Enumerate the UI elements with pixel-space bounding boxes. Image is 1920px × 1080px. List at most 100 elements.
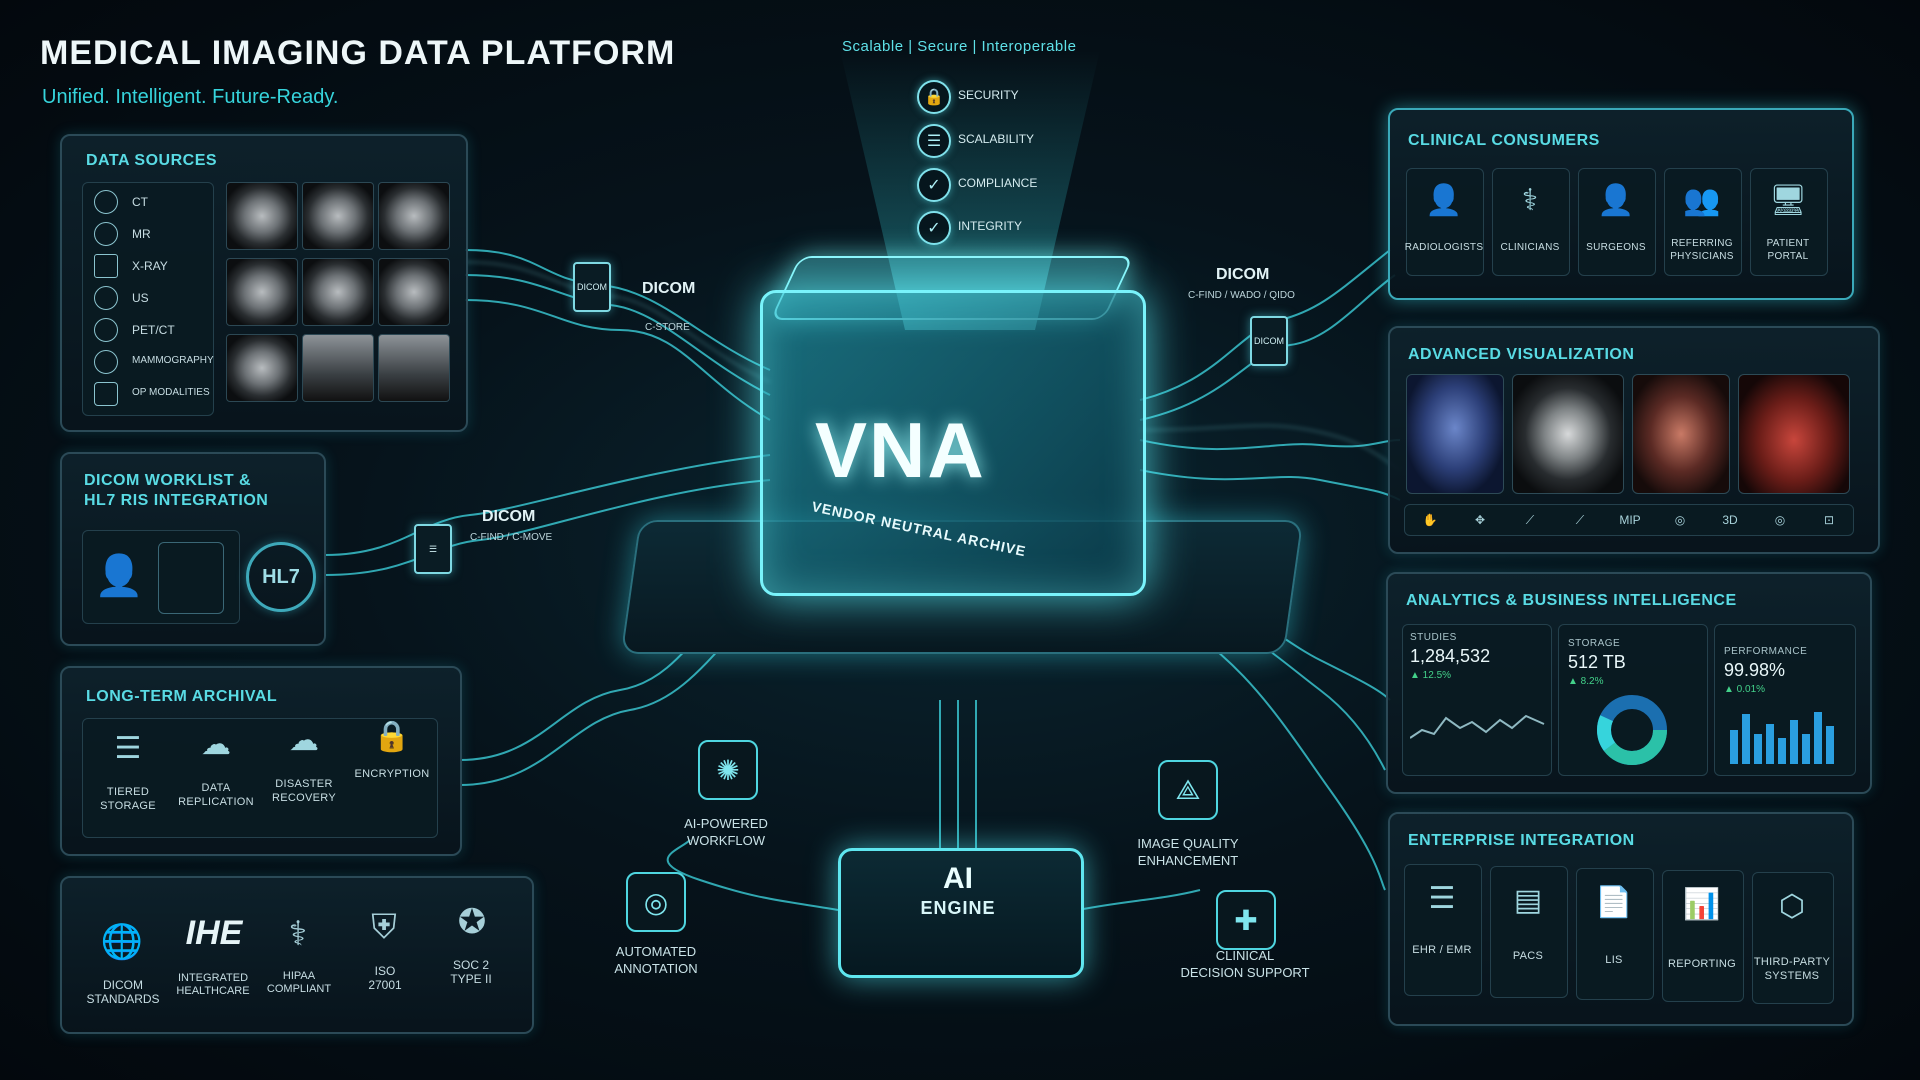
protocol-left-top: DICOM bbox=[642, 280, 696, 297]
integration-pacs[interactable] bbox=[1490, 866, 1568, 998]
visualization-title: ADVANCED VISUALIZATION bbox=[1408, 346, 1635, 363]
move-tool-button[interactable]: ✥ bbox=[1474, 513, 1486, 527]
scan-thumbnail[interactable] bbox=[378, 182, 450, 250]
integration-label: PACS bbox=[1512, 950, 1544, 962]
archival-encryption[interactable]: ENCRYPTION bbox=[354, 768, 430, 780]
xray-icon bbox=[94, 254, 118, 278]
volume-tool-button[interactable]: ◎ bbox=[1774, 513, 1786, 527]
annotation-scan-icon: ◎ bbox=[626, 872, 686, 932]
scan-thumbnail[interactable] bbox=[226, 334, 298, 402]
protocol-right-top-sub: C-FIND / WADO / QIDO bbox=[1188, 290, 1295, 301]
vna-cube[interactable] bbox=[760, 290, 1146, 596]
mr-scanner-icon bbox=[94, 222, 118, 246]
ct-scanner-icon bbox=[94, 190, 118, 214]
consumer-label: RADIOLOGISTS bbox=[1404, 242, 1484, 253]
shield-check-icon: ⛨ bbox=[371, 908, 397, 946]
3d-tool-button[interactable]: 3D bbox=[1722, 513, 1738, 527]
integration-lis[interactable] bbox=[1576, 868, 1654, 1000]
storage-label: STORAGE bbox=[1568, 638, 1621, 649]
brain-3d-render[interactable] bbox=[1406, 374, 1504, 494]
integration-ehr[interactable] bbox=[1404, 864, 1482, 996]
stethoscope-icon: ⚕ bbox=[1521, 184, 1539, 217]
performance-bar-chart bbox=[1730, 712, 1834, 764]
cloud-upload-icon: ☁ bbox=[201, 728, 231, 761]
database-icon: ☰ bbox=[114, 732, 142, 765]
consumer-clinicians[interactable] bbox=[1492, 168, 1570, 276]
performance-value: 99.98% bbox=[1724, 660, 1786, 680]
consumer-referring-physicians[interactable] bbox=[1664, 168, 1742, 276]
monitor-icon: 🖥 bbox=[1768, 184, 1808, 217]
modality-item[interactable]: OP MODALITIES bbox=[132, 387, 210, 398]
measure-tool-button[interactable]: ⟋ bbox=[1525, 513, 1535, 527]
modality-item[interactable]: US bbox=[132, 291, 149, 305]
studies-value: 1,284,532 bbox=[1410, 646, 1491, 666]
storage-donut-chart bbox=[1597, 695, 1667, 765]
brain-icon: ✺ bbox=[698, 740, 758, 800]
annotate-tool-button[interactable]: ⟋ bbox=[1575, 513, 1585, 527]
ai-engine-chip[interactable] bbox=[838, 848, 1084, 978]
pan-tool-button[interactable]: ✋ bbox=[1422, 513, 1438, 527]
scan-thumbnail[interactable] bbox=[226, 182, 298, 250]
scan-thumbnail[interactable] bbox=[302, 182, 374, 250]
studies-label: STUDIES bbox=[1410, 632, 1457, 643]
enterprise-title: ENTERPRISE INTEGRATION bbox=[1408, 832, 1635, 849]
data-sources-title: DATA SOURCES bbox=[86, 152, 218, 169]
consumer-radiologists[interactable] bbox=[1406, 168, 1484, 276]
page-title: MEDICAL IMAGING DATA PLATFORM bbox=[40, 34, 676, 72]
hl7-badge: HL7 bbox=[246, 542, 316, 612]
protocol-left-mid: DICOM bbox=[482, 508, 536, 525]
modality-item[interactable]: MR bbox=[132, 227, 151, 241]
physicians-group-icon: 👥 bbox=[1683, 184, 1721, 217]
integration-reporting[interactable] bbox=[1662, 870, 1744, 1002]
data-sources-panel: DATA SOURCES CT MR X-RAY US PET/CT MAMMO… bbox=[60, 134, 468, 432]
clinical-consumers-title: CLINICAL CONSUMERS bbox=[1408, 132, 1600, 149]
scan-thumbnail[interactable] bbox=[226, 258, 298, 326]
visualization-panel: ADVANCED VISUALIZATION ✋ ✥ ⟋ ⟋ MIP ◎ 3D … bbox=[1388, 326, 1880, 554]
analytics-panel: ANALYTICS & BUSINESS INTELLIGENCE STUDIE… bbox=[1386, 572, 1872, 794]
integration-third-party[interactable] bbox=[1752, 872, 1834, 1004]
scan-thumbnail[interactable] bbox=[302, 334, 374, 402]
scan-thumbnail[interactable] bbox=[378, 334, 450, 402]
studies-sparkline bbox=[1410, 714, 1545, 739]
chest-ct-render[interactable] bbox=[1512, 374, 1624, 494]
document-icon: ☰ bbox=[414, 524, 452, 574]
feature-security: SECURITY bbox=[958, 88, 1019, 102]
ihe-logo: IHE bbox=[185, 914, 243, 952]
ai-engine-title: AI bbox=[943, 862, 973, 895]
export-tool-button[interactable]: ⊡ bbox=[1823, 513, 1835, 527]
scan-thumbnail[interactable] bbox=[378, 258, 450, 326]
performance-label: PERFORMANCE bbox=[1724, 646, 1808, 657]
protocol-left-mid-sub: C-FIND / C-MOVE bbox=[470, 532, 553, 543]
padlock-icon: 🔒 bbox=[373, 720, 411, 753]
consumer-surgeons[interactable] bbox=[1578, 168, 1656, 276]
modality-item[interactable]: CT bbox=[132, 195, 148, 209]
consumer-patient-portal[interactable] bbox=[1750, 168, 1828, 276]
document-icon: 📄 bbox=[1595, 886, 1633, 919]
modality-item[interactable]: X-RAY bbox=[132, 259, 168, 273]
vascular-render[interactable] bbox=[1632, 374, 1730, 494]
scan-thumbnail[interactable] bbox=[302, 258, 374, 326]
caduceus-icon: ⚕ bbox=[288, 915, 308, 953]
modality-item[interactable]: PET/CT bbox=[132, 323, 175, 337]
protocol-right-top: DICOM bbox=[1216, 266, 1270, 283]
studies-card bbox=[1402, 624, 1552, 776]
globe-icon: 🌐 bbox=[100, 923, 144, 961]
mip-tool-button[interactable]: MIP bbox=[1619, 513, 1641, 527]
modalities-icon bbox=[94, 382, 118, 406]
pacs-window-icon: ▤ bbox=[1513, 884, 1543, 917]
heart-3d-render[interactable] bbox=[1738, 374, 1850, 494]
feature-integrity: INTEGRITY bbox=[958, 219, 1023, 233]
enterprise-panel: ENTERPRISE INTEGRATION ☰ EHR / EMR ▤ PAC… bbox=[1388, 812, 1854, 1026]
window-tool-button[interactable]: ◎ bbox=[1674, 513, 1686, 527]
modality-item[interactable]: MAMMOGRAPHY bbox=[132, 355, 214, 366]
protocol-left-top-sub: C-STORE bbox=[645, 322, 690, 333]
